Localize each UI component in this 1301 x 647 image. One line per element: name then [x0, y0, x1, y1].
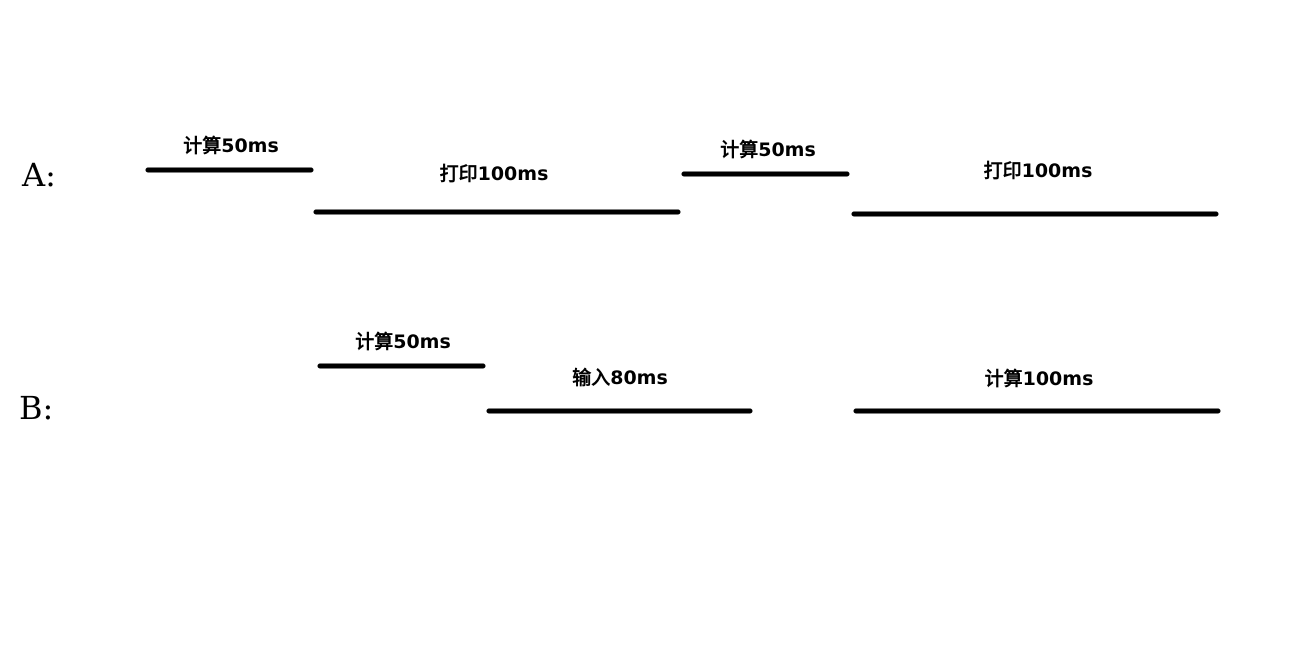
- row-b-segment-1-label: 计算50ms: [355, 330, 451, 353]
- row-a-segment-2: 打印100ms: [313, 162, 681, 215]
- row-a-segment-2-label: 打印100ms: [440, 162, 549, 185]
- row-a: A: 计算50ms 打印100ms 计算50ms 打印100ms: [21, 134, 1219, 217]
- row-b-segment-2-label: 输入80ms: [572, 366, 668, 389]
- row-a-segment-4-label: 打印100ms: [984, 159, 1093, 182]
- row-a-segment-3: 计算50ms: [681, 138, 850, 177]
- row-a-segment-1-label: 计算50ms: [183, 134, 279, 157]
- row-b-label: B:: [19, 389, 53, 427]
- row-a-label: A:: [21, 156, 56, 194]
- row-a-segment-4: 打印100ms: [851, 159, 1219, 217]
- row-b-segment-1: 计算50ms: [317, 330, 486, 369]
- row-b-segment-2: 输入80ms: [486, 366, 753, 414]
- row-a-segment-1: 计算50ms: [145, 134, 314, 173]
- row-b-segment-3: 计算100ms: [853, 367, 1221, 414]
- row-b: B: 计算50ms 输入80ms 计算100ms: [19, 330, 1221, 427]
- row-b-segment-3-label: 计算100ms: [985, 367, 1094, 390]
- row-a-segment-3-label: 计算50ms: [720, 138, 816, 161]
